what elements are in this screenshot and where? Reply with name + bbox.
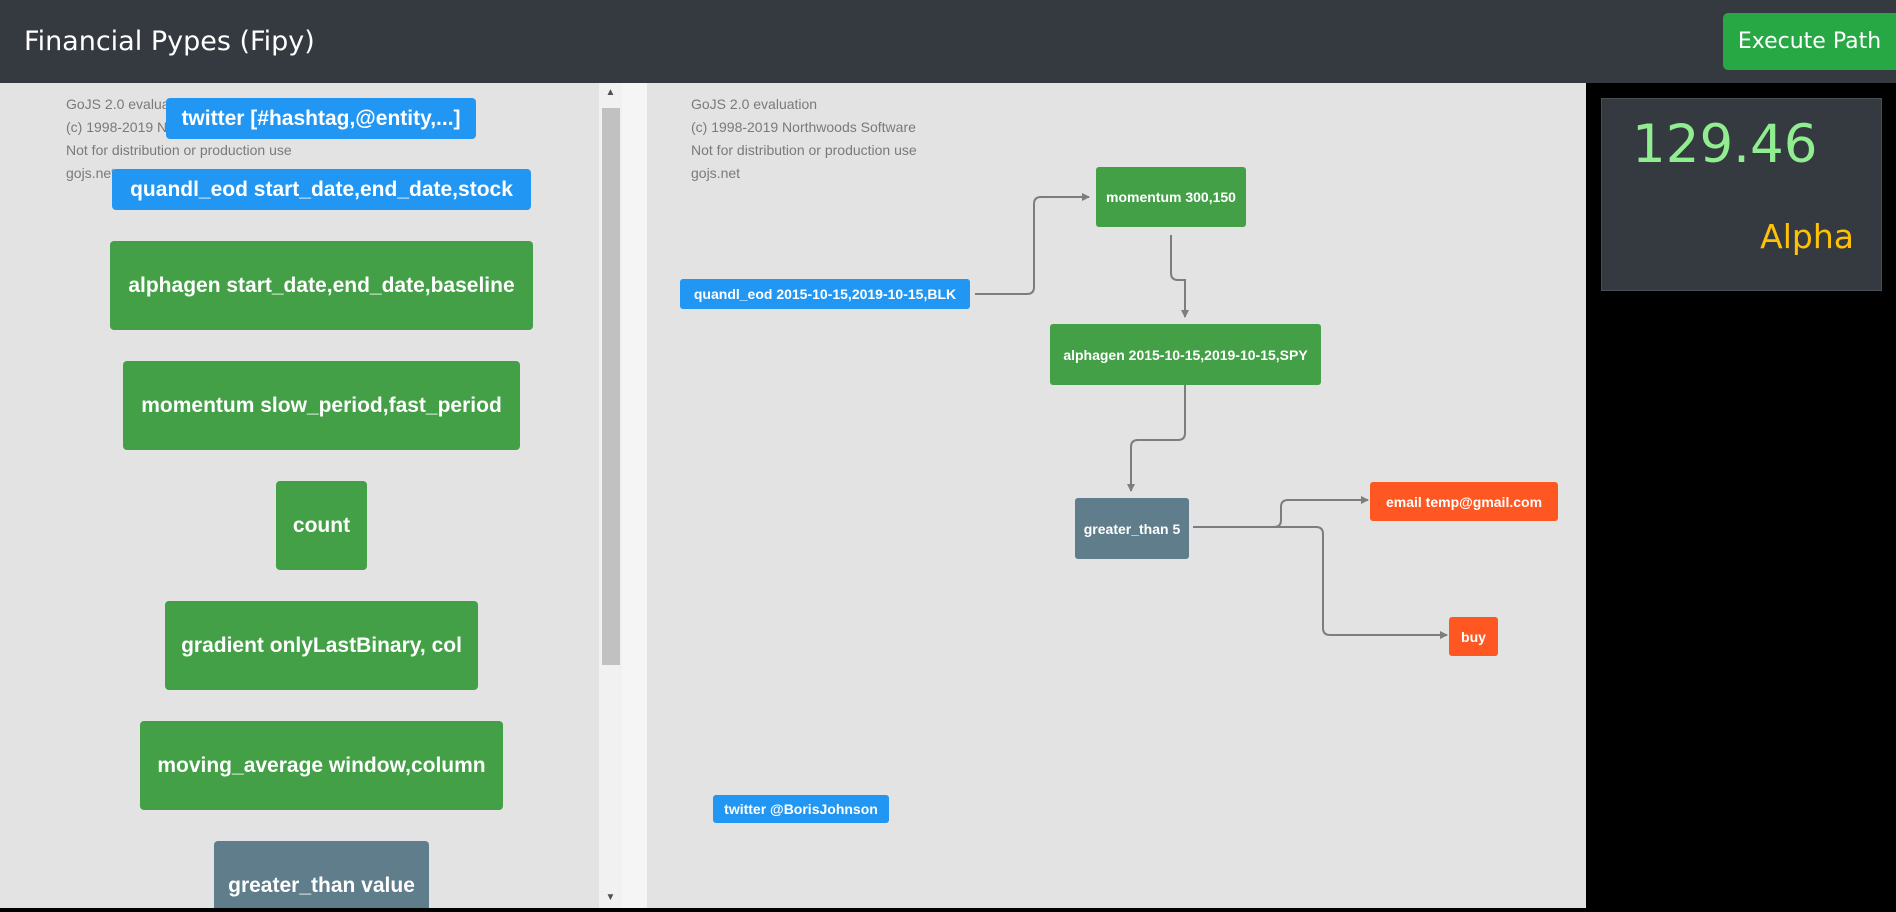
palette-item-twitter[interactable]: twitter [#hashtag,@entity,...] (166, 98, 476, 139)
watermark-line: gojs.net (66, 165, 116, 181)
app-title[interactable]: Financial Pypes (Fipy) (24, 26, 315, 57)
node-quandl-eod[interactable]: quandl_eod 2015-10-15,2019-10-15,BLK (680, 279, 970, 309)
node-twitter[interactable]: twitter @BorisJohnson (713, 795, 889, 823)
gojs-watermark: GoJS 2.0 evaluation (c) 1998-2019 Northw… (691, 93, 917, 185)
diagram-links (975, 193, 1448, 639)
palette-item-alphagen[interactable]: alphagen start_date,end_date,baseline (110, 241, 533, 330)
link-momentum-to-alphagen (1170, 235, 1189, 318)
watermark-line: Not for distribution or production use (691, 142, 917, 158)
node-momentum[interactable]: momentum 300,150 (1096, 167, 1246, 227)
palette-item-moving-average[interactable]: moving_average window,column (140, 721, 503, 810)
node-buy[interactable]: buy (1449, 617, 1498, 656)
watermark-line: Not for distribution or production use (66, 142, 292, 158)
watermark-line: GoJS 2.0 evaluation (66, 96, 193, 112)
watermark-line: (c) 1998-2019 Northwoods Software (691, 119, 916, 135)
result-card: 129.46 Alpha (1601, 98, 1882, 291)
panel-divider (622, 83, 647, 908)
palette-item-greater-than[interactable]: greater_than value (214, 841, 429, 908)
palette-item-momentum[interactable]: momentum slow_period,fast_period (123, 361, 520, 450)
watermark-line: gojs.net (691, 165, 741, 181)
watermark-line: GoJS 2.0 evaluation (691, 96, 818, 112)
top-navbar: Financial Pypes (Fipy) Execute Path (0, 0, 1896, 83)
diagram-canvas[interactable]: GoJS 2.0 evaluation (c) 1998-2019 Northw… (647, 83, 1586, 908)
palette-item-count[interactable]: count (276, 481, 367, 570)
scroll-down-arrow-icon[interactable]: ▼ (605, 892, 616, 903)
node-greater-than[interactable]: greater_than 5 (1075, 498, 1189, 559)
node-email[interactable]: email temp@gmail.com (1370, 482, 1558, 521)
palette-item-quandl-eod[interactable]: quandl_eod start_date,end_date,stock (112, 169, 531, 210)
scroll-up-arrow-icon[interactable]: ▲ (605, 87, 616, 98)
result-value: 129.46 (1632, 114, 1818, 175)
palette-item-gradient[interactable]: gradient onlyLastBinary, col (165, 601, 478, 690)
execute-path-button[interactable]: Execute Path (1723, 13, 1896, 70)
scrollbar-thumb[interactable] (602, 108, 620, 665)
node-palette[interactable]: GoJS 2.0 evaluation (c) 1998-2019 Northw… (0, 83, 622, 908)
result-label: Alpha (1760, 217, 1854, 256)
link-alphagen-to-greater (1127, 385, 1186, 492)
node-alphagen[interactable]: alphagen 2015-10-15,2019-10-15,SPY (1050, 324, 1321, 385)
palette-scrollbar[interactable]: ▲ ▼ (599, 83, 622, 908)
link-greater-to-buy (1193, 526, 1448, 639)
link-quandl-to-momentum (975, 193, 1090, 295)
link-greater-to-email (1193, 496, 1369, 528)
